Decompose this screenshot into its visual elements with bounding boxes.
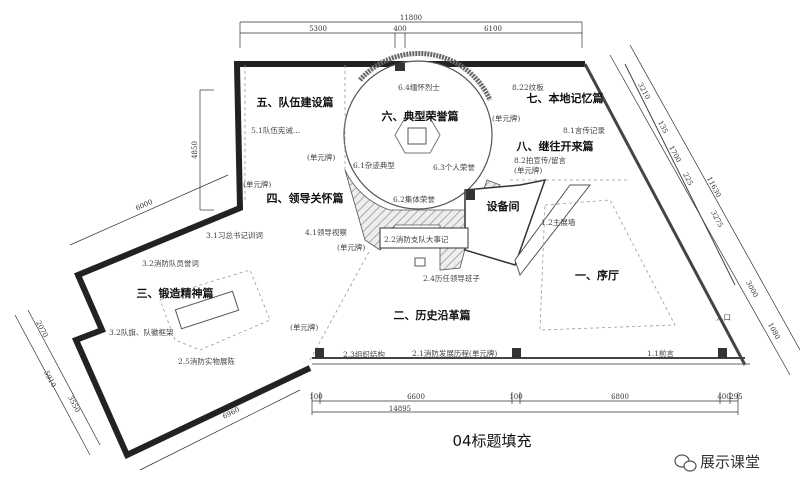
zone-3: 三、锻造精神篇	[137, 286, 214, 300]
item-2-4: 2.4历任领导班子	[423, 273, 480, 283]
item-6-3: 6.3个人荣誉	[433, 162, 475, 172]
unit-sign: (单元牌)	[337, 242, 365, 252]
item-2-3: 2.3组织结构	[343, 349, 385, 359]
dim-b-d: 6800	[611, 393, 629, 401]
divider	[309, 249, 371, 361]
outer-wall	[71, 61, 585, 460]
column	[315, 348, 324, 358]
item-3-2a: 3.2消防队员誉词	[142, 258, 199, 268]
arc-wall	[358, 50, 493, 102]
zone-7: 七、本地记忆篇	[527, 91, 604, 105]
watermark-text: 展示课堂	[700, 453, 760, 471]
dim-b-e: 400	[717, 393, 730, 401]
dim-r-total: 11630	[705, 175, 723, 198]
zone-2: 二、历史沿革篇	[394, 308, 471, 322]
item-2-5: 2.5消防实物展陈	[178, 356, 235, 366]
right-dimensions: 3210 135 1700 225 11630 3275 3000 1080	[609, 44, 800, 376]
right-display-wall	[624, 63, 736, 286]
zone-4: 四、领导关怀篇	[267, 191, 344, 205]
wechat-icon	[674, 454, 697, 472]
item-6-1: 6.1杂迹典型	[353, 160, 395, 170]
item-2-2: 2.2消防支队大事记	[384, 234, 449, 244]
dim-r-f: 3000	[744, 279, 759, 298]
dim-top-a: 5300	[309, 25, 327, 33]
dim-b-c: 100	[509, 393, 522, 401]
item-8-1: 8.1言传记录	[563, 125, 605, 135]
dim-r-b: 135	[656, 119, 669, 135]
zone-1: 一、序厅	[575, 268, 619, 282]
main-wall	[514, 184, 592, 277]
dim-lb-c: 3550	[66, 394, 81, 413]
item-3-1: 3.1习总书记训词	[206, 230, 263, 240]
item-5-1: 5.1队伍宪诫...	[251, 125, 300, 135]
dim-top-c: 6100	[484, 25, 502, 33]
dim-r-e: 3275	[709, 209, 724, 228]
circular-hall	[343, 60, 493, 210]
item-8-2: 8.2拍宣传/留言	[514, 155, 566, 165]
zone-5: 五、队伍建设篇	[257, 95, 334, 109]
dim-left-diag: 6000	[134, 198, 154, 213]
dim-b-f: 295	[729, 393, 742, 401]
column	[718, 348, 727, 358]
center-display	[394, 117, 441, 154]
unit-sign: (单元牌)	[307, 152, 335, 162]
item-6-4: 6.4缅怀烈士	[398, 82, 440, 92]
entrance-label: 入口	[716, 313, 731, 322]
center-exhibit	[407, 127, 427, 145]
stand	[414, 257, 426, 267]
lobby-area	[539, 199, 676, 331]
exhibit-case	[174, 290, 240, 330]
column	[395, 63, 405, 71]
item-2-1: 2.1消防发展历程(单元牌)	[412, 348, 497, 358]
right-wall	[583, 63, 747, 366]
item-7-2: 8.22纹板	[512, 82, 544, 92]
history-board	[379, 227, 469, 249]
dim-top-b: 400	[393, 25, 406, 33]
item-1-2: 1.2主展墙	[541, 217, 576, 227]
item-3-2b: 3.2队旗、队徽框架	[109, 327, 174, 337]
zone-6: 六、典型荣誉篇	[382, 109, 459, 123]
dim-bottom-total: 14895	[389, 405, 411, 413]
zone-equipment: 设备间	[487, 199, 520, 213]
zone-8: 八、继往开来篇	[516, 139, 594, 153]
item-1-1: 1.1前言	[647, 348, 674, 358]
dim-lb-b: 5910	[42, 369, 57, 388]
caption: 04标题填充	[452, 432, 531, 450]
dim-top-total: 11800	[400, 14, 422, 22]
dim-b-b: 6600	[407, 393, 425, 401]
exhibit-area	[159, 269, 271, 351]
dim-r-g: 1080	[766, 321, 781, 340]
column	[466, 190, 475, 200]
dim-lb-a: 2070	[34, 319, 49, 338]
unit-sign: (单元牌)	[290, 322, 318, 332]
unit-sign: (单元牌)	[243, 179, 271, 189]
unit-sign: (单元牌)	[514, 165, 542, 175]
unit-sign: (单元牌)	[492, 113, 520, 123]
dim-b-a: 100	[309, 393, 322, 401]
item-4-1: 4.1领导视察	[305, 227, 347, 237]
top-dimensions: 11800 5300 400 6100	[239, 14, 583, 48]
item-6-2: 6.2集体荣誉	[393, 194, 435, 204]
column	[512, 348, 521, 358]
bottom-dimensions: 100 6600 100 6800 400 295 14895	[309, 392, 743, 415]
dim-left-v: 4850	[191, 141, 199, 159]
left-dimensions: 4850 6000 2070 5910 3550 6960	[14, 89, 301, 471]
